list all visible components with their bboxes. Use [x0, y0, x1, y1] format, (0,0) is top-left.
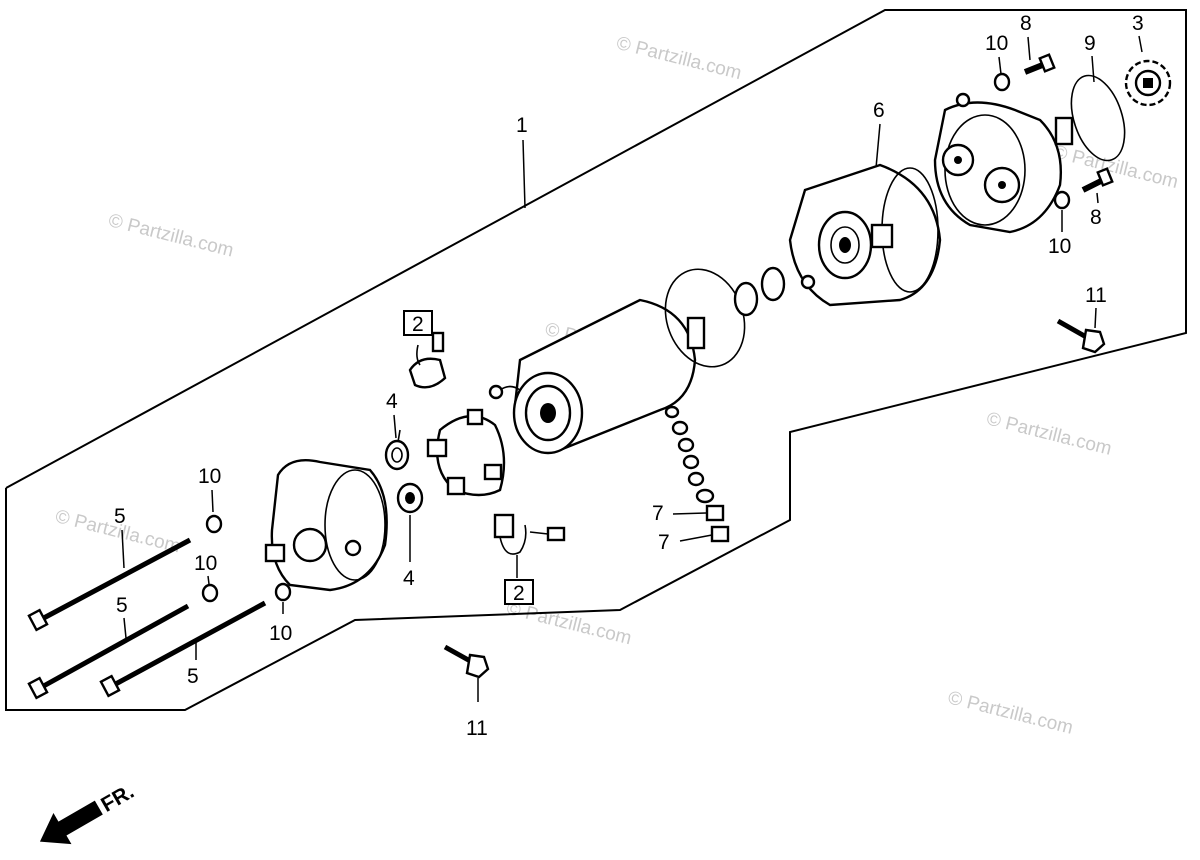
leader-line [679, 534, 713, 542]
washer-10 [274, 582, 292, 602]
leader-line [998, 56, 1002, 75]
callout-10-left-bottom: 10 [269, 622, 292, 645]
leader-line [875, 123, 881, 169]
leader-line [211, 489, 214, 513]
callout-2-upper-box [403, 310, 433, 336]
callout-4-upper: 4 [386, 390, 398, 413]
callout-10-left-middle: 10 [194, 552, 217, 575]
mounting-bolt-bottom [443, 644, 490, 679]
through-bolt [27, 603, 190, 700]
front-arrow-icon [39, 800, 103, 845]
brush-lead-upper [408, 331, 447, 389]
brush-lead-lower [493, 513, 566, 555]
watermark-text: © Partzilla.com [614, 33, 743, 84]
washer-10 [1053, 190, 1071, 210]
starter-pinion [1124, 59, 1172, 107]
watermark-text: © Partzilla.com [1051, 142, 1180, 193]
callout-5-bottom: 5 [187, 665, 199, 688]
thrust-washer [760, 266, 786, 302]
terminal-washer-stack [664, 405, 730, 543]
watermark-text: © Partzilla.com [946, 687, 1075, 738]
callout-8-right: 8 [1090, 206, 1102, 229]
leader-line [672, 512, 707, 515]
callout-7-lower: 7 [658, 531, 670, 554]
bolt-8-right [1081, 167, 1114, 193]
callout-10-right: 10 [1048, 235, 1071, 258]
leader-line [1096, 192, 1099, 204]
through-bolt [27, 537, 192, 632]
leader-line [1091, 55, 1095, 83]
callout-9: 9 [1084, 32, 1096, 55]
leader-line [123, 617, 127, 639]
callout-11-right: 11 [1085, 284, 1107, 307]
mounting-bolt-right [1056, 318, 1106, 354]
leader-line [207, 575, 210, 585]
thrust-washer [733, 281, 759, 317]
callout-5-middle: 5 [116, 594, 128, 617]
bearing-lower [396, 482, 424, 514]
watermark-text: © Partzilla.com [106, 210, 235, 261]
callout-6: 6 [873, 99, 885, 122]
callout-8-top: 8 [1020, 12, 1032, 35]
callout-7-upper: 7 [652, 502, 664, 525]
front-direction-indicator: FR. [39, 780, 138, 845]
washer-10 [205, 514, 223, 534]
leader-line [522, 139, 526, 209]
bolt-8-top [1023, 53, 1056, 75]
gear-housing [933, 92, 1074, 234]
leader-line [1027, 36, 1031, 61]
yoke-housing [488, 298, 706, 455]
leader-line [121, 529, 125, 569]
callout-11-bottom: 11 [466, 717, 488, 740]
callout-1: 1 [516, 114, 528, 137]
bearing-upper [384, 429, 410, 471]
rear-cover [264, 458, 388, 592]
through-bolt [99, 600, 267, 698]
o-ring-gear [1070, 74, 1126, 162]
callout-2-upper: 2 [412, 313, 424, 336]
watermark-text: © Partzilla.com [504, 598, 633, 649]
callout-2-lower: 2 [513, 582, 525, 605]
callout-2-lower-box [504, 579, 534, 605]
callout-10-left-top: 10 [198, 465, 221, 488]
assembly-boundary [5, 9, 1187, 711]
callout-4-lower: 4 [403, 567, 415, 590]
brush-holder [426, 408, 506, 497]
callout-5-top: 5 [114, 505, 126, 528]
front-direction-label: FR. [97, 780, 138, 817]
leader-line [1138, 35, 1143, 53]
leader-line [1094, 307, 1097, 329]
callout-3: 3 [1132, 12, 1144, 35]
callout-10-top: 10 [985, 32, 1008, 55]
front-housing [788, 163, 942, 307]
watermark-text: © Partzilla.com [984, 408, 1113, 459]
washer-10 [993, 72, 1011, 92]
washer-10 [201, 583, 219, 603]
leader-line [393, 414, 397, 439]
